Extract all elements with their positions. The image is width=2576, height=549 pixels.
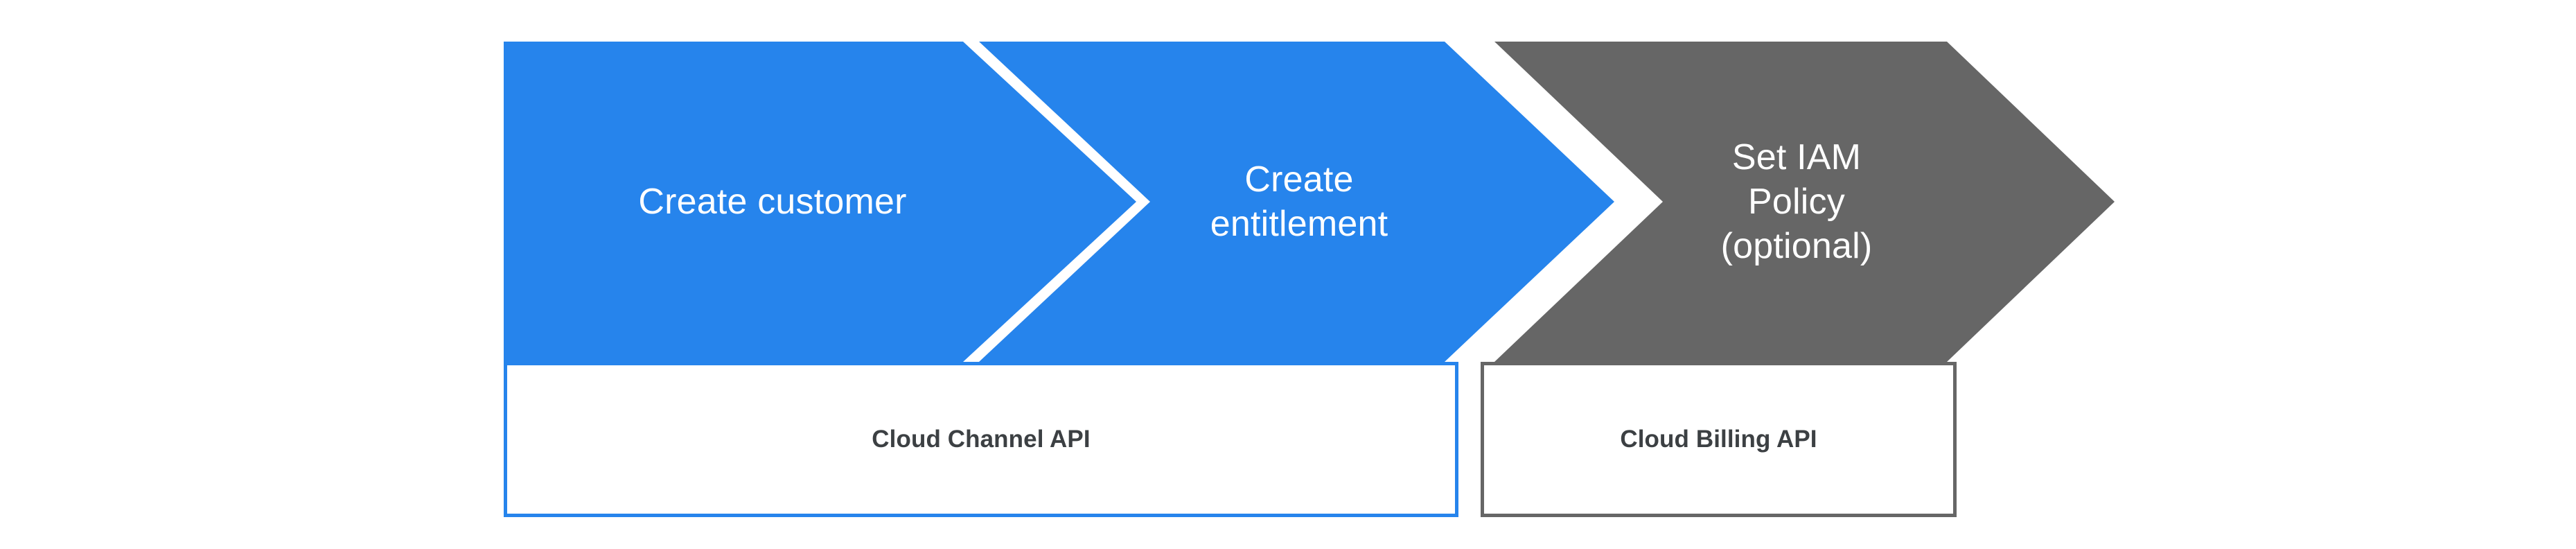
chevron-shape-create-customer[interactable]	[504, 42, 1136, 362]
chevron-label-set-iam-policy: Set IAM Policy (optional)	[1720, 137, 1873, 266]
api-group-cloud-billing-api[interactable]: Cloud Billing API	[1481, 362, 1957, 517]
api-group-label-cloud-billing-api: Cloud Billing API	[1620, 426, 1817, 453]
chevron-shape-set-iam-policy[interactable]	[1494, 42, 2115, 362]
chevron-label-create-customer: Create customer	[638, 182, 907, 222]
api-group-label-cloud-channel-api: Cloud Channel API	[872, 426, 1091, 453]
chevron-shape-create-entitlement[interactable]	[979, 42, 1614, 362]
chevron-label-create-entitlement: Create entitlement	[1210, 159, 1388, 244]
api-group-cloud-channel-api[interactable]: Cloud Channel API	[504, 362, 1458, 517]
